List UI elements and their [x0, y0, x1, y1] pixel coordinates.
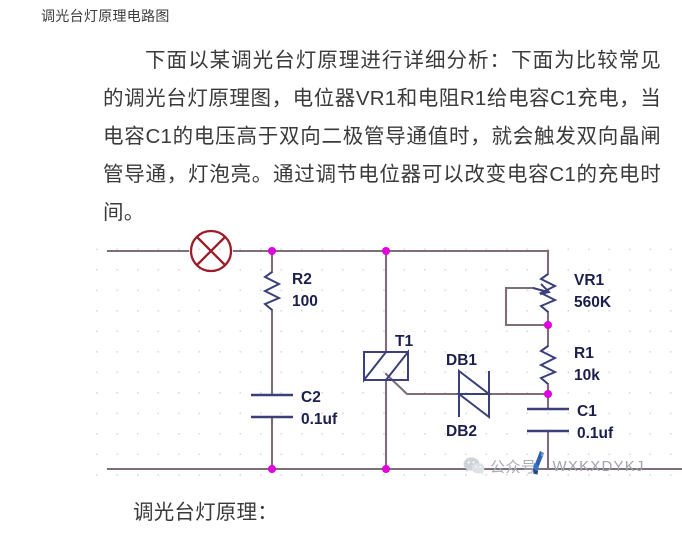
label-db2-ref: DB2 — [446, 423, 477, 440]
lamp-cross-2 — [196, 236, 226, 266]
label-db1-ref: DB1 — [446, 352, 477, 369]
junction-dot-t1-top — [382, 247, 390, 255]
resistor-r1-icon — [538, 345, 558, 385]
junction-dot-r2-bottom — [268, 465, 276, 473]
label-r2-val: 100 — [292, 293, 318, 310]
label-c2-ref: C2 — [301, 389, 321, 406]
label-c1-val: 0.1uf — [577, 425, 614, 442]
label-t1-ref: T1 — [395, 333, 413, 350]
label-vr1-val: 560K — [574, 294, 612, 311]
junction-dot-c1-top — [544, 390, 552, 398]
schematic-grid — [96, 242, 682, 480]
intro-paragraph: 下面以某调光台灯原理进行详细分析：下面为比较常见的调光台灯原理图，电位器VR1和… — [103, 49, 661, 224]
circuit-schematic: R2 100 C2 0.1uf T1 DB1 DB2 VR1 560K R1 1… — [96, 228, 682, 482]
triac-t1-icon — [363, 349, 409, 383]
label-r1-ref: R1 — [574, 345, 594, 362]
junction-dot-r2-top — [268, 247, 276, 255]
vr1-wiper-arrow-shaft — [532, 287, 549, 293]
lamp-symbol — [189, 229, 233, 273]
label-r1-val: 10k — [574, 367, 600, 384]
label-vr1-ref: VR1 — [574, 272, 605, 289]
page-title: 调光台灯原理电路图 — [41, 8, 170, 24]
vr1-wiper-arrow-head — [539, 283, 551, 295]
label-r2-ref: R2 — [292, 271, 312, 288]
label-c1-ref: C1 — [577, 403, 597, 420]
closing-line: 调光台灯原理： — [133, 501, 278, 524]
junction-dots — [268, 247, 552, 473]
wire-vr1-wiper-loop — [504, 286, 550, 327]
resistor-r2-icon — [262, 271, 282, 311]
lamp-circle-icon — [189, 229, 233, 273]
junction-dot-t1-bottom — [382, 465, 390, 473]
junction-dot-vr1-wiper — [544, 321, 552, 329]
label-c2-val: 0.1uf — [301, 411, 338, 428]
potentiometer-vr1-icon — [532, 273, 558, 313]
capacitor-c2-icon — [251, 393, 293, 419]
diac-db-icon — [456, 368, 492, 420]
capacitor-c1-icon — [527, 407, 569, 433]
